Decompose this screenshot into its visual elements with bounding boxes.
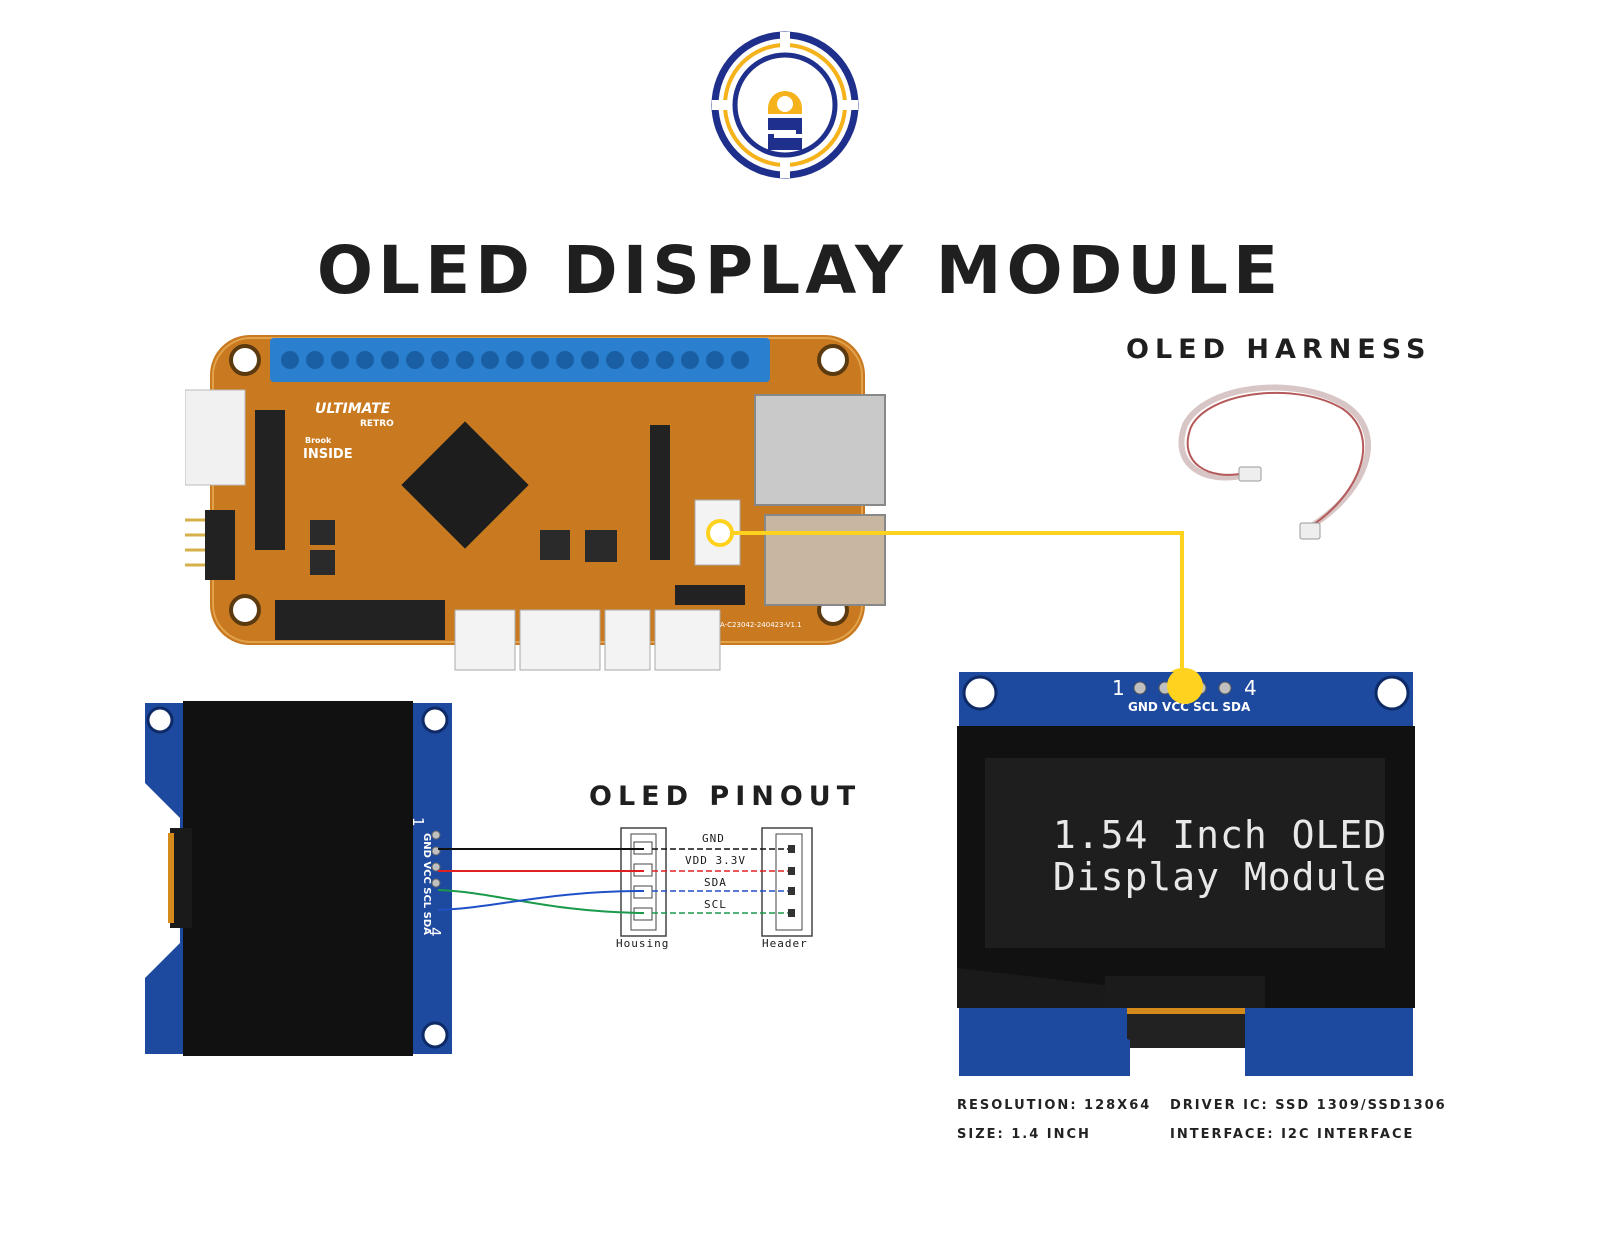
- connection-dot: [1167, 668, 1203, 704]
- spec-interface: INTERFACE: I2C INTERFACE: [1170, 1127, 1415, 1142]
- spec-size: SIZE: 1.4 INCH: [957, 1127, 1091, 1142]
- right-pin-4-label: 4: [1244, 676, 1257, 700]
- board-brand-ultimate: ULTIMATE: [315, 401, 391, 417]
- left-pin-names: GND VCC SCL SDA: [421, 833, 432, 935]
- board-part-number: A-C23042-240423-V1.1: [720, 621, 802, 629]
- spec-resolution: RESOLUTION: 128X64: [957, 1098, 1152, 1113]
- page-title: OLED DISPLAY MODULE: [316, 232, 1284, 309]
- pinout-wiring-diagram: [437, 827, 813, 937]
- pinout-signal-sda: SDA: [702, 876, 729, 889]
- header-label: Header: [762, 937, 808, 950]
- right-pin-names: GND VCC SCL SDA: [1128, 700, 1251, 714]
- housing-label: Housing: [616, 937, 670, 950]
- spec-driver: DRIVER IC: SSD 1309/SSD1306: [1170, 1098, 1447, 1113]
- oled-harness-image: [1178, 384, 1372, 540]
- right-pin-1-label: 1: [1112, 676, 1125, 700]
- board-brand-brook: Brook: [305, 436, 332, 445]
- board-brand-inside: INSIDE: [303, 447, 353, 462]
- oled-screen-line-1: 1.54 Inch OLED: [1052, 813, 1388, 857]
- oled-screen-line-2: Display Module: [1052, 855, 1388, 899]
- pinout-signal-vdd: VDD 3.3V: [683, 854, 748, 867]
- pinout-label: OLED PINOUT: [589, 781, 862, 812]
- right-oled-module-image: [957, 672, 1415, 1076]
- board-brand-retro: RETRO: [360, 419, 394, 429]
- controller-board-image: ULTIMATE RETRO Brook INSIDE A-C23042-240…: [185, 335, 886, 671]
- harness-label: OLED HARNESS: [1126, 334, 1432, 365]
- pinout-signal-scl: SCL: [702, 898, 729, 911]
- left-oled-module-image: [145, 701, 452, 1056]
- left-pin-1-label: 1: [409, 817, 427, 827]
- qs-logo-icon: [711, 31, 859, 179]
- pinout-signal-gnd: GND: [700, 832, 727, 845]
